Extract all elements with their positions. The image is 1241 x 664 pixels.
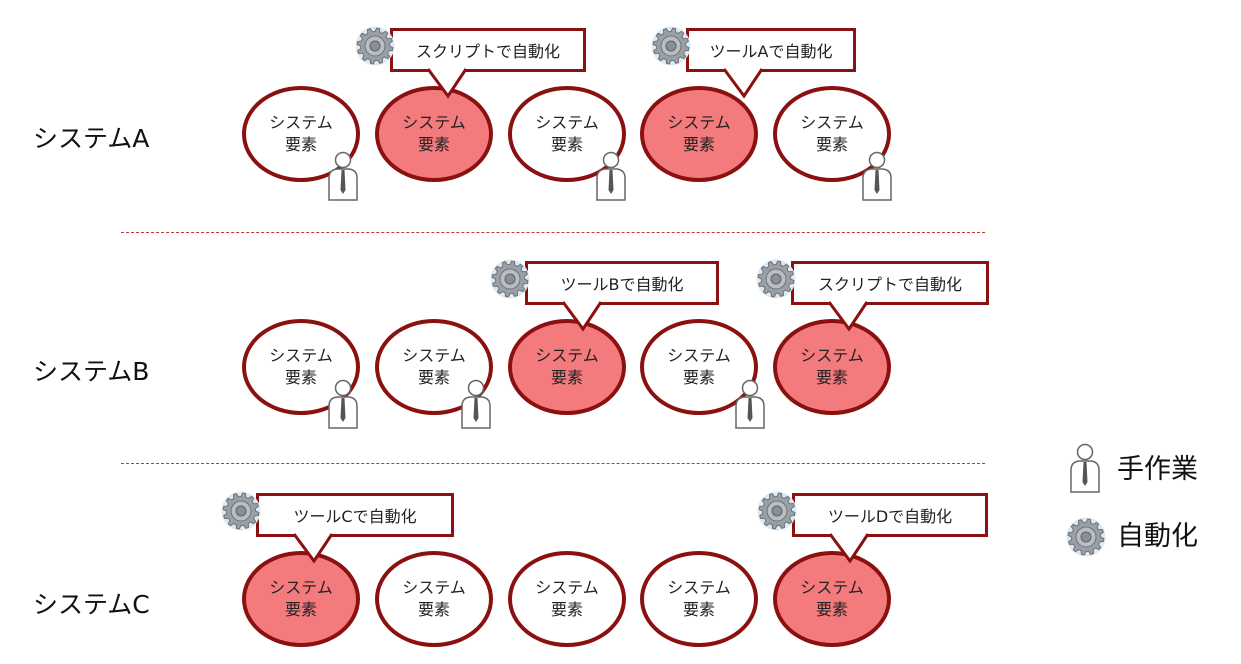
- system-element: システム要素: [242, 319, 360, 415]
- gear-icon: [221, 491, 261, 531]
- element-label-line2: 要素: [550, 600, 583, 619]
- element-label-line1: システム: [535, 578, 599, 597]
- automation-callout: ツールCで自動化: [256, 493, 454, 537]
- system-label: システムB: [33, 357, 150, 386]
- element-label-line2: 要素: [550, 368, 583, 387]
- person-icon: [862, 151, 892, 201]
- element-label-line2: 要素: [815, 135, 848, 154]
- callout-pointer: [828, 533, 870, 564]
- element-label-line2: 要素: [682, 368, 715, 387]
- element-label-line1: システム: [402, 578, 466, 597]
- element-label-line2: 要素: [417, 600, 450, 619]
- element-label-line2: 要素: [815, 368, 848, 387]
- element-label-line2: 要素: [550, 135, 583, 154]
- element-label-line2: 要素: [417, 135, 450, 154]
- gear-icon: [490, 259, 530, 299]
- callout-pointer: [827, 301, 869, 332]
- element-label-line1: システム: [402, 113, 466, 132]
- gear-icon: [355, 26, 395, 66]
- element-label-line1: システム: [535, 346, 599, 365]
- person-icon: [328, 379, 358, 429]
- legend-auto-label: 自動化: [1117, 521, 1198, 552]
- person-icon: [328, 151, 358, 201]
- system-element: システム要素: [773, 86, 891, 182]
- automation-callout: スクリプトで自動化: [791, 261, 989, 305]
- element-label-line1: システム: [667, 113, 731, 132]
- element-label-line2: 要素: [284, 368, 317, 387]
- automation-callout: スクリプトで自動化: [390, 28, 586, 72]
- callout-pointer: [722, 68, 764, 99]
- gear-icon: [1066, 517, 1106, 557]
- system-element: システム要素: [508, 551, 626, 647]
- system-element: システム要素: [242, 551, 360, 647]
- person-icon: [735, 379, 765, 429]
- element-label-line1: システム: [800, 578, 864, 597]
- element-label-line1: システム: [667, 578, 731, 597]
- element-label-line1: システム: [269, 113, 333, 132]
- system-element: システム要素: [773, 319, 891, 415]
- system-element: システム要素: [640, 551, 758, 647]
- callout-text: ツールCで自動化: [293, 507, 417, 526]
- system-element: システム要素: [375, 551, 493, 647]
- gear-icon: [756, 259, 796, 299]
- callout-text: ツールDで自動化: [827, 507, 953, 526]
- system-label: システムA: [33, 124, 150, 153]
- element-label-line1: システム: [667, 346, 731, 365]
- callout-text: スクリプトで自動化: [415, 42, 560, 61]
- automation-callout: ツールDで自動化: [792, 493, 988, 537]
- gear-icon: [651, 26, 691, 66]
- element-label-line1: システム: [269, 346, 333, 365]
- gear-icon: [757, 491, 797, 531]
- callout-text: スクリプトで自動化: [817, 275, 962, 294]
- person-icon: [596, 151, 626, 201]
- system-element: システム要素: [640, 86, 758, 182]
- element-label-line2: 要素: [284, 600, 317, 619]
- automation-callout: ツールAで自動化: [686, 28, 856, 72]
- callout-text: ツールBで自動化: [560, 275, 684, 294]
- callout-pointer: [561, 301, 603, 332]
- element-label-line1: システム: [535, 113, 599, 132]
- legend-manual-label: 手作業: [1117, 454, 1198, 485]
- divider-line: [121, 463, 985, 464]
- element-label-line2: 要素: [682, 600, 715, 619]
- element-label-line2: 要素: [682, 135, 715, 154]
- divider-line: [121, 232, 985, 233]
- element-label-line1: システム: [402, 346, 466, 365]
- person-icon: [1070, 443, 1100, 493]
- element-label-line1: システム: [800, 346, 864, 365]
- automation-callout: ツールBで自動化: [525, 261, 719, 305]
- element-label-line2: 要素: [284, 135, 317, 154]
- element-label-line1: システム: [800, 113, 864, 132]
- element-label-line1: システム: [269, 578, 333, 597]
- system-element: システム要素: [375, 86, 493, 182]
- element-label-line2: 要素: [815, 600, 848, 619]
- callout-pointer: [292, 533, 334, 564]
- person-icon: [461, 379, 491, 429]
- element-label-line2: 要素: [417, 368, 450, 387]
- system-element: システム要素: [508, 319, 626, 415]
- system-label: システムC: [33, 590, 150, 619]
- callout-text: ツールAで自動化: [709, 42, 833, 61]
- callout-pointer: [426, 68, 468, 99]
- system-element: システム要素: [773, 551, 891, 647]
